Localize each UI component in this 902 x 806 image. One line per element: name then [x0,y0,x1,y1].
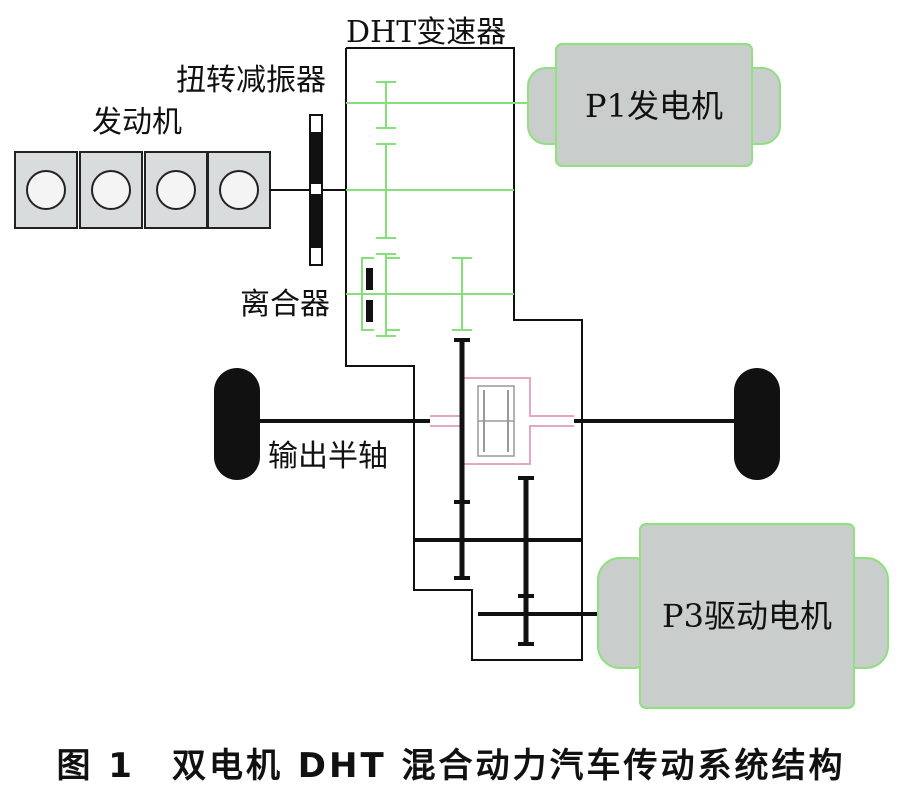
differential [430,377,574,465]
final-drive-gear [454,338,470,504]
reduction-gear-train [414,476,600,646]
transmission-label: DHT变速器 [346,15,507,50]
torsional-damper [309,114,323,266]
green-gear-train [346,81,514,337]
cylinder-4 [219,170,259,210]
figure-caption: 图 1 双电机 DHT 混合动力汽车传动系统结构 [56,746,846,786]
right-wheel [734,368,780,480]
left-wheel [214,368,260,480]
output-shaft-label: 输出半轴 [268,439,388,474]
clutch-plates [366,268,373,322]
clutch-label: 离合器 [240,287,330,322]
p1-motor [527,43,781,167]
cylinder-3 [156,170,196,210]
dht-housing-outline [345,47,583,661]
damper-label: 扭转减振器 [176,63,326,98]
cylinder-1 [26,170,66,210]
cylinder-2 [91,170,131,210]
p1-motor-label: P1发电机 [585,87,723,125]
p3-motor-label: P3驱动电机 [662,597,832,635]
engine-label: 发动机 [92,105,182,140]
engine-block [14,151,271,229]
p3-motor [597,523,889,709]
